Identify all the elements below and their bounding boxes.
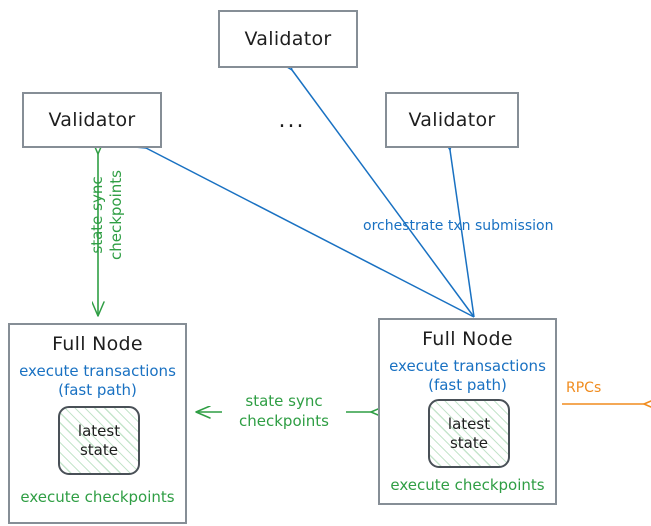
validator-top-label: Validator (244, 28, 332, 50)
orchestrate-txn-label: orchestrate txn submission (363, 218, 554, 234)
validator-box-left[interactable]: Validator (22, 92, 162, 148)
validator-left-label: Validator (48, 109, 136, 131)
full-node-right-blue-text: execute transactions (fast path) (389, 357, 546, 394)
full-node-left-blue-text: execute transactions (fast path) (19, 362, 176, 399)
latest-state-box-left: latest state (58, 406, 140, 475)
full-node-left-title: Full Node (52, 333, 143, 355)
rpcs-label: RPCs (566, 380, 602, 396)
full-node-left-green-text: execute checkpoints (20, 488, 175, 506)
full-node-box-left[interactable]: Full Node execute transactions (fast pat… (8, 323, 187, 524)
validator-box-top[interactable]: Validator (218, 10, 358, 68)
state-sync-horizontal-label: state sync checkpoints (222, 392, 346, 431)
full-node-right-title: Full Node (422, 328, 513, 350)
latest-state-box-right: latest state (428, 399, 510, 468)
full-node-box-right[interactable]: Full Node execute transactions (fast pat… (378, 318, 557, 505)
ellipsis-label: ... (278, 108, 306, 133)
validator-right-label: Validator (408, 109, 496, 131)
validator-box-right[interactable]: Validator (385, 92, 519, 148)
full-node-right-green-text: execute checkpoints (390, 476, 545, 494)
state-sync-vertical-label: state sync checkpoints (88, 170, 125, 260)
